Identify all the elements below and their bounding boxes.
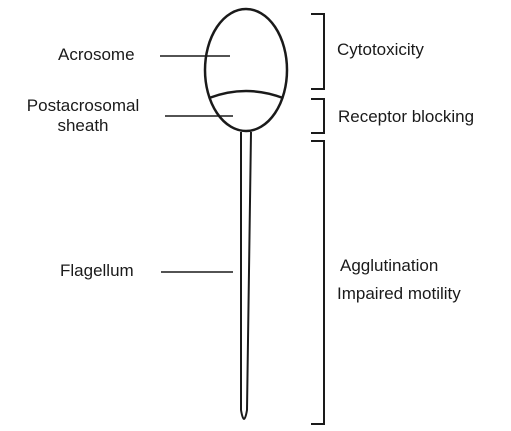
acrosome-label: Acrosome [58, 45, 135, 65]
cytotoxicity-label: Cytotoxicity [337, 40, 424, 60]
receptor-blocking-bracket [311, 99, 324, 133]
cytotoxicity-bracket [311, 14, 324, 89]
receptor-blocking-label: Receptor blocking [338, 107, 474, 127]
agglutination-label: Agglutination [340, 256, 438, 276]
flagellum-effects-bracket [311, 141, 324, 424]
postacrosomal-label-line1: Postacrosomal [8, 96, 158, 116]
sperm-head [205, 9, 287, 131]
acrosome-boundary [209, 91, 283, 98]
postacrosomal-label-line2: sheath [8, 116, 158, 136]
impaired-motility-label: Impaired motility [337, 284, 461, 304]
flagellum-shape [241, 132, 251, 419]
postacrosomal-sheath-label: Postacrosomal sheath [8, 96, 158, 136]
flagellum-label: Flagellum [60, 261, 134, 281]
